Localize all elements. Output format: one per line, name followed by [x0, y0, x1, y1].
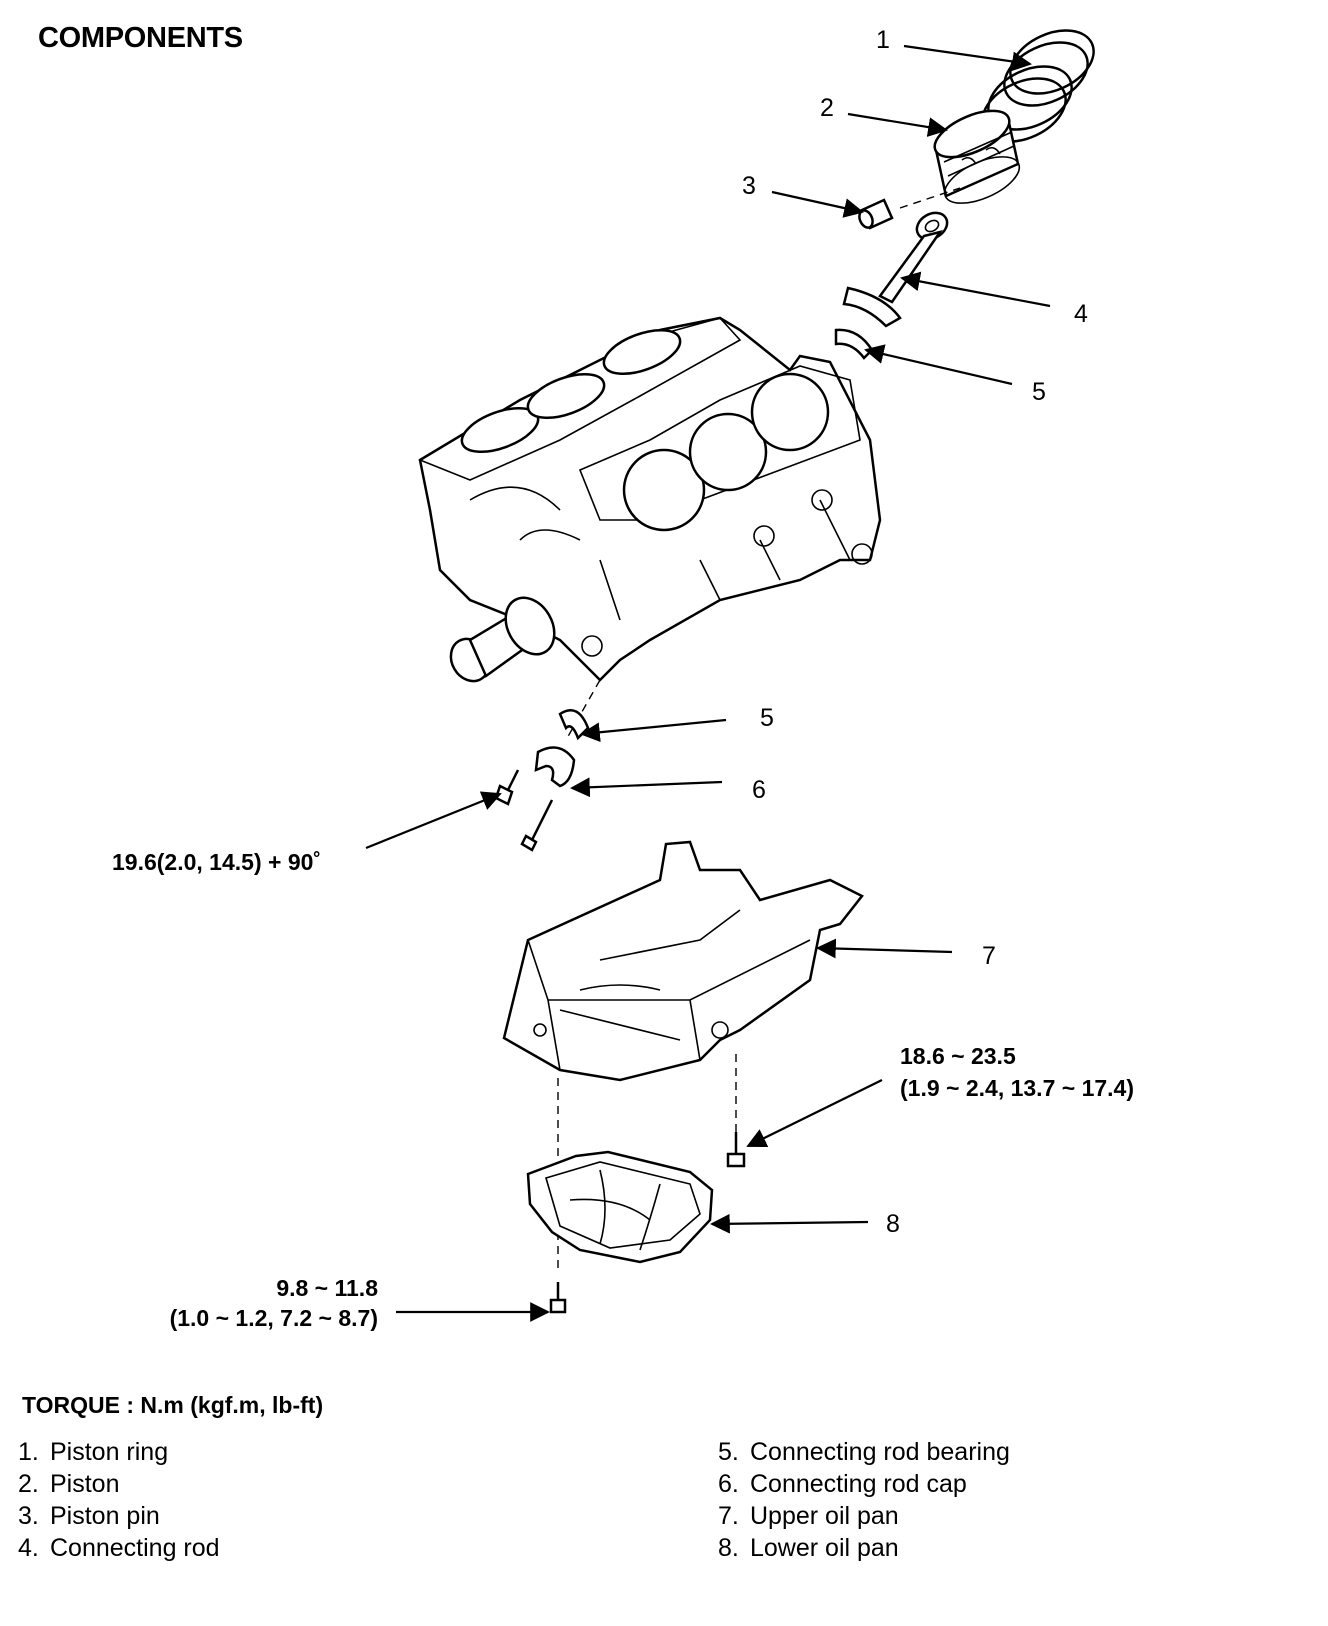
callout-1: 1: [876, 26, 890, 54]
legend-right: 5. Connecting rod bearing 6. Connecting …: [718, 1436, 1010, 1564]
callout-7: 7: [982, 942, 996, 970]
legend-item: 5. Connecting rod bearing: [718, 1436, 1010, 1468]
legend-label: Piston ring: [50, 1438, 169, 1466]
legend-left: 1. Piston ring 2. Piston 3. Piston pin 4…: [18, 1436, 220, 1564]
callout-2: 2: [820, 94, 834, 122]
legend-label: Upper oil pan: [750, 1502, 899, 1530]
legend-number: 8.: [718, 1534, 739, 1562]
legend-item: 4. Connecting rod: [18, 1532, 220, 1564]
exploded-engine-diagram: 1 2 3 4 5 5 6 7 8 19.6(2.0, 14.5) + 90˚ …: [112, 26, 1134, 1331]
torque-upper-pan-line2: (1.9 ~ 2.4, 13.7 ~ 17.4): [900, 1075, 1134, 1101]
lower-pan-bolt: [549, 1282, 567, 1314]
rod-cap-bolts: [494, 769, 554, 852]
legend-label: Piston: [50, 1470, 120, 1498]
leader-rod-bolt: [365, 791, 502, 850]
legend-number: 3.: [18, 1502, 39, 1530]
leader-1: [903, 44, 1032, 72]
page-title: COMPONENTS: [38, 22, 243, 54]
torque-lower-pan-line1: 9.8 ~ 11.8: [276, 1275, 378, 1301]
leader-3: [771, 190, 864, 218]
leader-6: [570, 777, 723, 798]
legend-label: Connecting rod cap: [750, 1470, 967, 1498]
legend-item: 7. Upper oil pan: [718, 1500, 1010, 1532]
legend-number: 2.: [18, 1470, 39, 1498]
upper-oil-pan-part: [502, 840, 864, 1082]
connecting-rod-part: [842, 211, 949, 328]
callout-3: 3: [742, 172, 756, 200]
legend-item: 8. Lower oil pan: [718, 1532, 1010, 1564]
legend-label: Connecting rod bearing: [750, 1438, 1010, 1466]
upper-bearing-part: [834, 328, 874, 360]
callout-8: 8: [886, 1210, 900, 1238]
legend-item: 1. Piston ring: [18, 1436, 220, 1468]
legend-item: 3. Piston pin: [18, 1500, 220, 1532]
legend-item: 2. Piston: [18, 1468, 220, 1500]
legend-number: 5.: [718, 1438, 739, 1466]
torque-heading: TORQUE : N.m (kgf.m, lb-ft): [22, 1392, 324, 1418]
leader-5-lower: [580, 718, 727, 743]
torque-upper-pan-line1: 18.6 ~ 23.5: [900, 1043, 1016, 1069]
upper-pan-bolt: [726, 1132, 746, 1168]
lower-oil-pan-part: [526, 1150, 714, 1264]
leader-4: [900, 271, 1051, 308]
leader-upper-pan-bolt: [746, 1079, 883, 1148]
torque-rod-cap-bolt: 19.6(2.0, 14.5) + 90˚: [112, 849, 321, 875]
leader-2: [847, 112, 948, 137]
callout-4: 4: [1074, 300, 1088, 328]
legend-item: 6. Connecting rod cap: [718, 1468, 1010, 1500]
leader-5-upper: [864, 344, 1013, 386]
callout-6: 6: [752, 776, 766, 804]
legend-label: Connecting rod: [50, 1534, 220, 1562]
torque-lower-pan-line2: (1.0 ~ 1.2, 7.2 ~ 8.7): [170, 1305, 378, 1331]
piston-pin-part: [858, 198, 894, 230]
legend-number: 4.: [18, 1534, 39, 1562]
legend-label: Lower oil pan: [750, 1534, 899, 1562]
callout-5-upper: 5: [1032, 378, 1046, 406]
cylinder-block-part: [418, 316, 882, 683]
legend-number: 6.: [718, 1470, 739, 1498]
connecting-rod-cap-part: [534, 746, 576, 788]
callout-5-lower: 5: [760, 704, 774, 732]
legend-number: 1.: [18, 1438, 39, 1466]
piston-part: [933, 109, 1021, 204]
legend-label: Piston pin: [50, 1502, 160, 1530]
legend-number: 7.: [718, 1502, 739, 1530]
leader-8: [710, 1213, 869, 1234]
leader-7: [816, 938, 953, 959]
